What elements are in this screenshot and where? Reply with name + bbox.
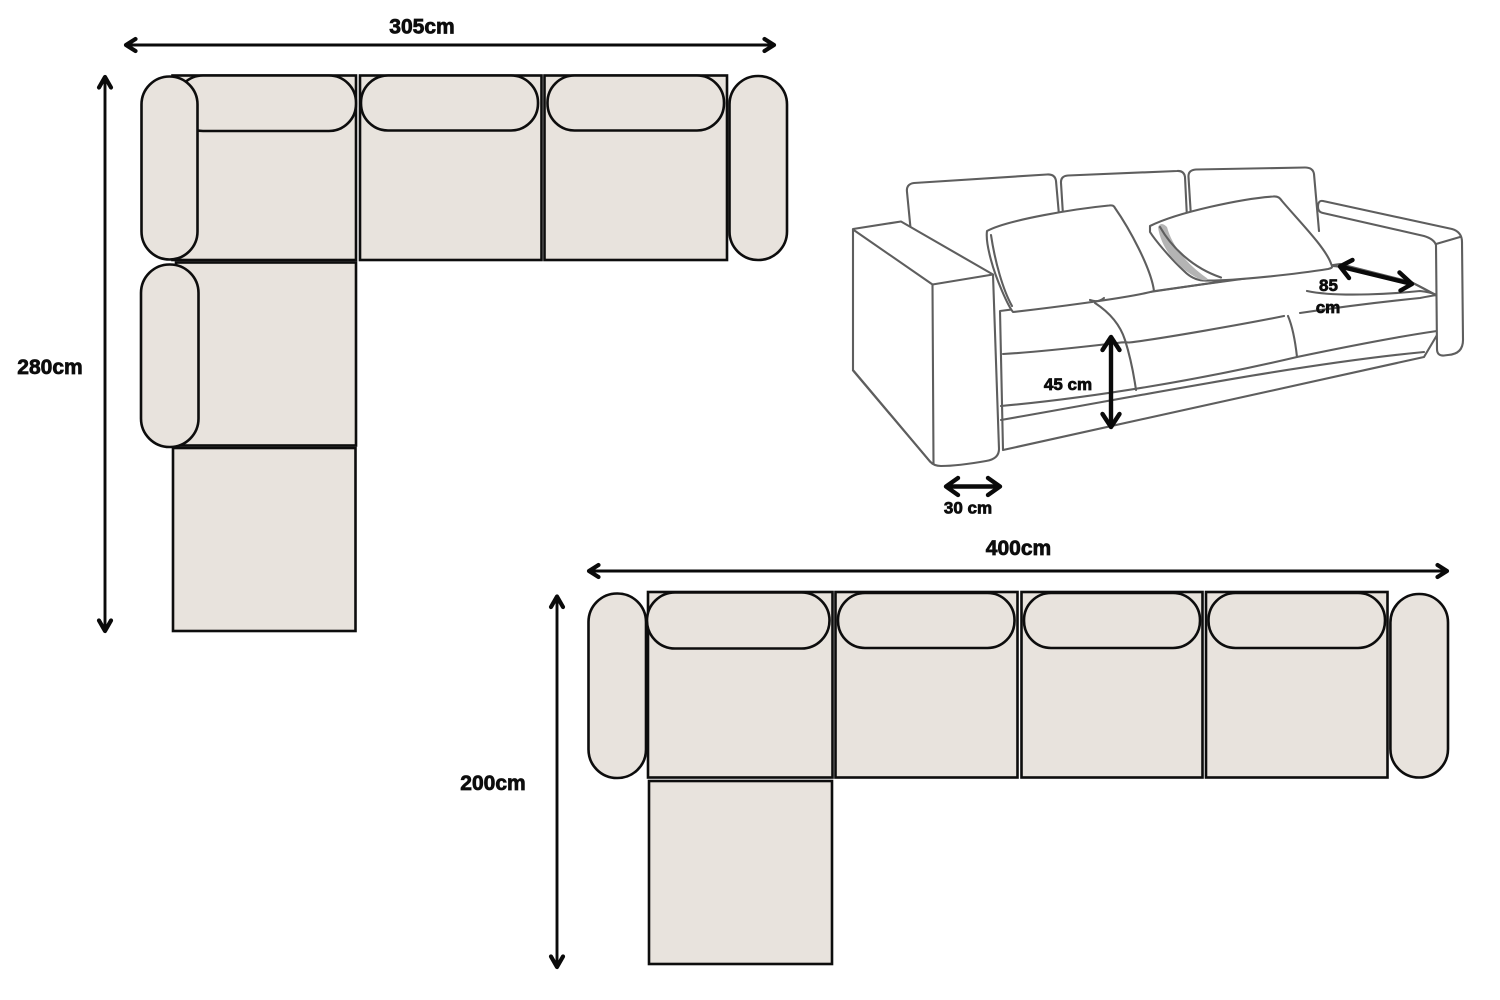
svg-text:45 cm: 45 cm: [1044, 375, 1092, 394]
svg-text:85: 85: [1319, 276, 1338, 295]
svg-text:200cm: 200cm: [460, 772, 525, 795]
svg-text:cm: cm: [1316, 298, 1341, 317]
svg-text:280cm: 280cm: [17, 356, 82, 379]
svg-text:400cm: 400cm: [986, 537, 1051, 560]
svg-text:305cm: 305cm: [389, 16, 454, 39]
svg-text:30 cm: 30 cm: [944, 499, 992, 518]
